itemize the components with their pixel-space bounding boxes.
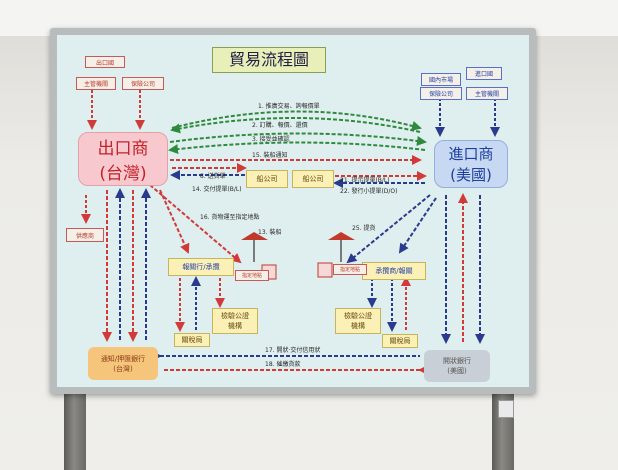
step-17: 17. 開狀·交付信用狀 bbox=[265, 347, 321, 354]
import-insurance-box: 保險公司 bbox=[420, 87, 462, 100]
step-14: 14. 交付提單(B/L) bbox=[192, 186, 242, 193]
step-1: 1. 推廣交易、詢報價單 bbox=[258, 103, 320, 110]
inspect-right-line1: 檢驗公證 bbox=[344, 312, 372, 320]
bank-right-country: (美國) bbox=[447, 367, 467, 375]
warehouse-left-box: 報關行/承攬 bbox=[168, 258, 234, 276]
step-18: 18. 催繳貨款 bbox=[265, 361, 301, 368]
importer-name: 進口商 bbox=[448, 145, 494, 163]
step-3: 3. 接受並確認 bbox=[252, 136, 290, 143]
step-8: 8. 送貨單 bbox=[200, 173, 226, 180]
step-16: 16. 貨物運至指定地點 bbox=[200, 214, 260, 221]
stand-label bbox=[498, 400, 514, 418]
exporter-name: 出口商 bbox=[97, 139, 149, 159]
step-25: 25. 提貨 bbox=[352, 225, 376, 232]
inspect-right-box: 檢驗公證 機構 bbox=[335, 308, 381, 334]
customs-left-box: 關稅局 bbox=[174, 333, 210, 347]
export-insurance-box: 保險公司 bbox=[122, 77, 164, 90]
import-market-box: 國內市場 bbox=[421, 73, 461, 86]
importer-box: 進口商 (美國) bbox=[434, 140, 508, 188]
port-right-label: 指定地點 bbox=[333, 264, 367, 275]
inspect-left-box: 檢驗公證 機構 bbox=[212, 308, 258, 334]
bank-left-box: 通知/押匯銀行 (台灣) bbox=[88, 347, 158, 380]
inspect-left-line2: 機構 bbox=[228, 322, 242, 330]
carrier-left-box: 船公司 bbox=[246, 170, 288, 188]
import-authority-box: 主管機關 bbox=[466, 87, 508, 100]
export-country-label: 出口國 bbox=[85, 56, 125, 68]
port-left-label: 指定地點 bbox=[235, 270, 269, 281]
bank-right-box: 開狀銀行 (美國) bbox=[424, 350, 490, 382]
step-15: 15. 裝船通知 bbox=[252, 152, 288, 159]
inspect-left-line1: 檢驗公證 bbox=[221, 312, 249, 320]
warehouse-right-box: 承攬商/報關 bbox=[362, 262, 426, 280]
step-2: 2. 訂購、報價、還價 bbox=[252, 122, 308, 129]
supplier-box: 供應商 bbox=[66, 228, 104, 242]
step-22: 22. 發行小提單(D/O) bbox=[340, 188, 398, 195]
step-21: 21. 提示提單(B/L) bbox=[340, 177, 390, 184]
customs-right-box: 關稅局 bbox=[382, 334, 418, 348]
exporter-country: (台灣) bbox=[99, 164, 147, 184]
bank-left-country: (台灣) bbox=[113, 364, 133, 373]
importer-country: (美國) bbox=[450, 166, 492, 184]
bank-right-name: 開狀銀行 bbox=[443, 357, 471, 365]
exporter-box: 出口商 (台灣) bbox=[78, 132, 168, 186]
stand-leg-left bbox=[64, 394, 86, 470]
bank-left-name: 通知/押匯銀行 bbox=[100, 354, 146, 363]
carrier-right-box: 船公司 bbox=[292, 170, 334, 188]
inspect-right-line2: 機構 bbox=[351, 322, 365, 330]
page-title: 貿易流程圖 bbox=[212, 47, 326, 73]
step-13: 13. 裝船 bbox=[258, 229, 282, 236]
import-country-label: 進口國 bbox=[466, 67, 502, 80]
export-authority-box: 主管機關 bbox=[76, 77, 116, 90]
